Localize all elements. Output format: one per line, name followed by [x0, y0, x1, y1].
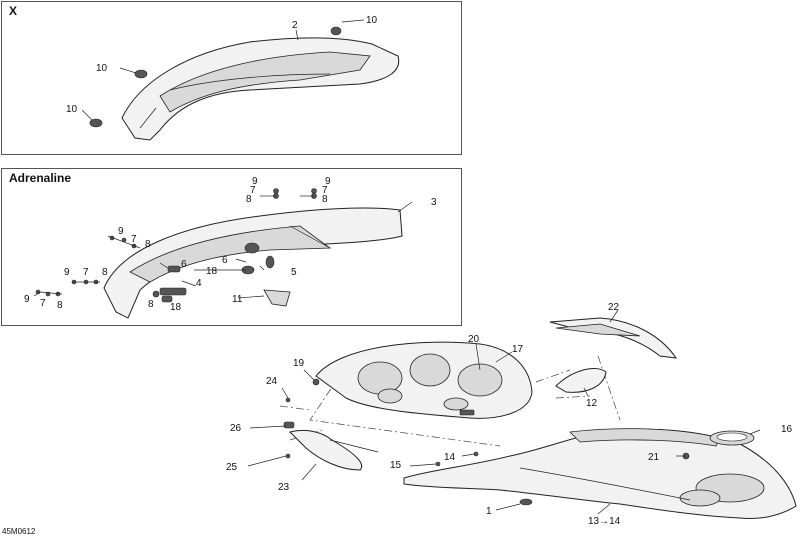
callout-label: 16	[781, 424, 793, 435]
gauge-ring-part	[709, 430, 755, 446]
panel-x-title: X	[9, 4, 18, 18]
callout-label: 3	[431, 197, 437, 208]
upper-cover-part	[549, 317, 678, 359]
callout-label: 7	[83, 267, 89, 278]
callout-label: 18	[206, 266, 218, 277]
callout-label: 6	[181, 259, 187, 270]
callout-label: 7	[131, 234, 137, 245]
x-windshield-part	[121, 37, 400, 141]
adrenaline-fasteners	[35, 188, 317, 307]
side-deflector-part	[283, 421, 379, 471]
lower-console-part	[403, 428, 797, 519]
dashed-assembly-lines	[279, 355, 621, 447]
callout-label: 10	[96, 63, 108, 74]
callout-label: 9	[252, 176, 258, 187]
callout-label: 4	[196, 278, 202, 289]
lower-callouts: 22 20 17 19 24 12 26 16 21 14 15 25 23 1…	[226, 302, 793, 527]
callout-label: 1	[486, 506, 492, 517]
callout-label: 5	[291, 267, 297, 278]
callout-label: 21	[648, 452, 660, 463]
callout-label: 2	[292, 20, 298, 31]
x-leader-lines	[81, 19, 365, 121]
callout-label: 17	[512, 344, 524, 355]
callout-label: 11	[232, 294, 243, 305]
callout-label: 7	[40, 298, 46, 309]
lower-leader-lines	[247, 309, 761, 515]
figure-reference-code: 45M0612	[2, 527, 36, 536]
callout-label: 26	[230, 423, 242, 434]
callout-label: 8	[102, 267, 108, 278]
callout-label: 8	[246, 194, 252, 205]
callout-label: 8	[322, 194, 328, 205]
x-fasteners	[89, 26, 342, 128]
callout-label: 8	[57, 300, 63, 311]
callout-label: 8	[145, 239, 151, 250]
callout-label: 20	[468, 334, 480, 345]
callout-label: 15	[390, 460, 402, 471]
callout-label: 19	[293, 358, 305, 369]
callout-label: 8	[148, 299, 154, 310]
callout-label: 12	[586, 398, 598, 409]
callout-label: 13→14	[588, 516, 621, 527]
adrenaline-callouts: 9 7 8 9 7 8 3 9 7 8 6 6 5 9 7 8 18 9 7 8…	[24, 176, 437, 313]
callout-label: 7	[322, 185, 328, 196]
callout-label: 18	[170, 302, 182, 313]
callout-label: 9	[24, 294, 30, 305]
callout-label: 10	[66, 104, 78, 115]
callout-label: 9	[64, 267, 70, 278]
callout-label: 9	[325, 176, 331, 187]
panel-adrenaline-title: Adrenaline	[9, 171, 72, 185]
callout-label: 22	[608, 302, 620, 313]
callout-label: 25	[226, 462, 238, 473]
callout-label: 10	[366, 15, 378, 26]
adrenaline-leader-lines	[33, 195, 413, 299]
callout-label: 6	[222, 255, 228, 266]
callout-label: 14	[444, 452, 456, 463]
x-callouts: 2 10 10 10	[66, 15, 378, 115]
callout-label: 9	[118, 226, 124, 237]
callout-label: 7	[250, 185, 256, 196]
callout-label: 24	[266, 376, 278, 387]
small-deflector-part	[555, 368, 607, 393]
callout-label: 23	[278, 482, 290, 493]
instrument-cluster-housing-part	[315, 341, 533, 419]
